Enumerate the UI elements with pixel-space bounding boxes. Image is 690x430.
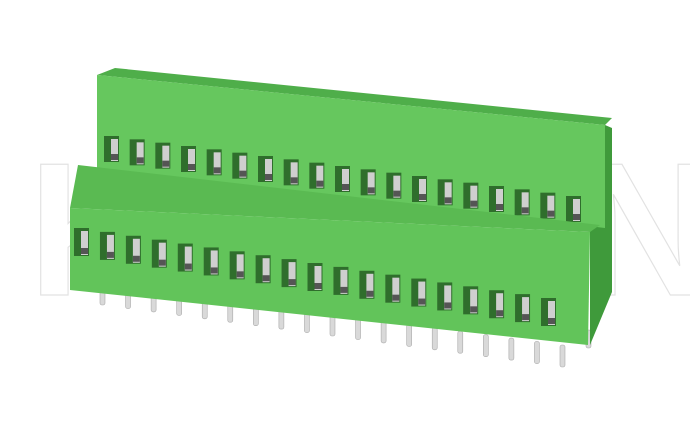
solder-pin (559, 344, 566, 368)
upper-wire-slot (309, 162, 325, 189)
upper-wire-slot (540, 192, 556, 219)
lower-wire-slot (203, 247, 219, 276)
upper-wire-slot (283, 159, 299, 186)
upper-wire-slot (232, 152, 248, 179)
lower-wire-slot (177, 243, 193, 272)
lower-wire-slot (74, 228, 89, 256)
lower-wire-slot (385, 274, 401, 303)
upper-wire-slot (258, 156, 273, 182)
lower-wire-slot (489, 290, 505, 319)
lower-wire-slot (411, 278, 427, 307)
upper-wire-slot (437, 179, 453, 206)
upper-wire-slot (360, 169, 376, 196)
solder-pin (406, 324, 412, 347)
lower-wire-slot (307, 263, 323, 291)
lower-wire-slot (99, 231, 115, 260)
upper-wire-slot (489, 186, 504, 212)
lower-wire-slot (151, 239, 167, 268)
upper-wire-slot (129, 139, 145, 166)
lower-top-face (70, 165, 600, 232)
lower-slot-row (74, 228, 556, 326)
lower-wire-slot (437, 282, 453, 311)
solder-pin (380, 320, 387, 344)
upper-wire-slot (566, 196, 581, 222)
upper-slot-row (104, 136, 581, 222)
side-face (590, 125, 612, 345)
lower-wire-slot (229, 251, 245, 280)
upper-wire-slot (412, 176, 427, 202)
lower-wire-slot (541, 298, 556, 326)
solder-pin (431, 327, 438, 351)
solder-pin (483, 334, 489, 357)
lower-wire-slot (125, 235, 141, 264)
solder-pin (457, 330, 464, 354)
upper-wire-slot (104, 136, 119, 162)
upper-wire-slot (335, 166, 350, 192)
lower-front-face (70, 208, 590, 345)
upper-wire-slot (181, 146, 196, 172)
lower-wire-slot (463, 286, 479, 315)
upper-wire-slot (514, 189, 530, 216)
lower-wire-slot (333, 266, 349, 295)
upper-wire-slot (206, 149, 222, 176)
lower-wire-slot (359, 270, 375, 299)
lower-wire-slot (255, 255, 271, 284)
upper-wire-slot (155, 142, 171, 169)
upper-wire-slot (463, 182, 479, 209)
lower-wire-slot (281, 259, 297, 288)
upper-top-face (97, 68, 612, 125)
solder-pin (534, 341, 540, 364)
upper-wire-slot (386, 172, 402, 199)
lower-wire-slot (515, 294, 531, 323)
solder-pin (508, 337, 515, 361)
